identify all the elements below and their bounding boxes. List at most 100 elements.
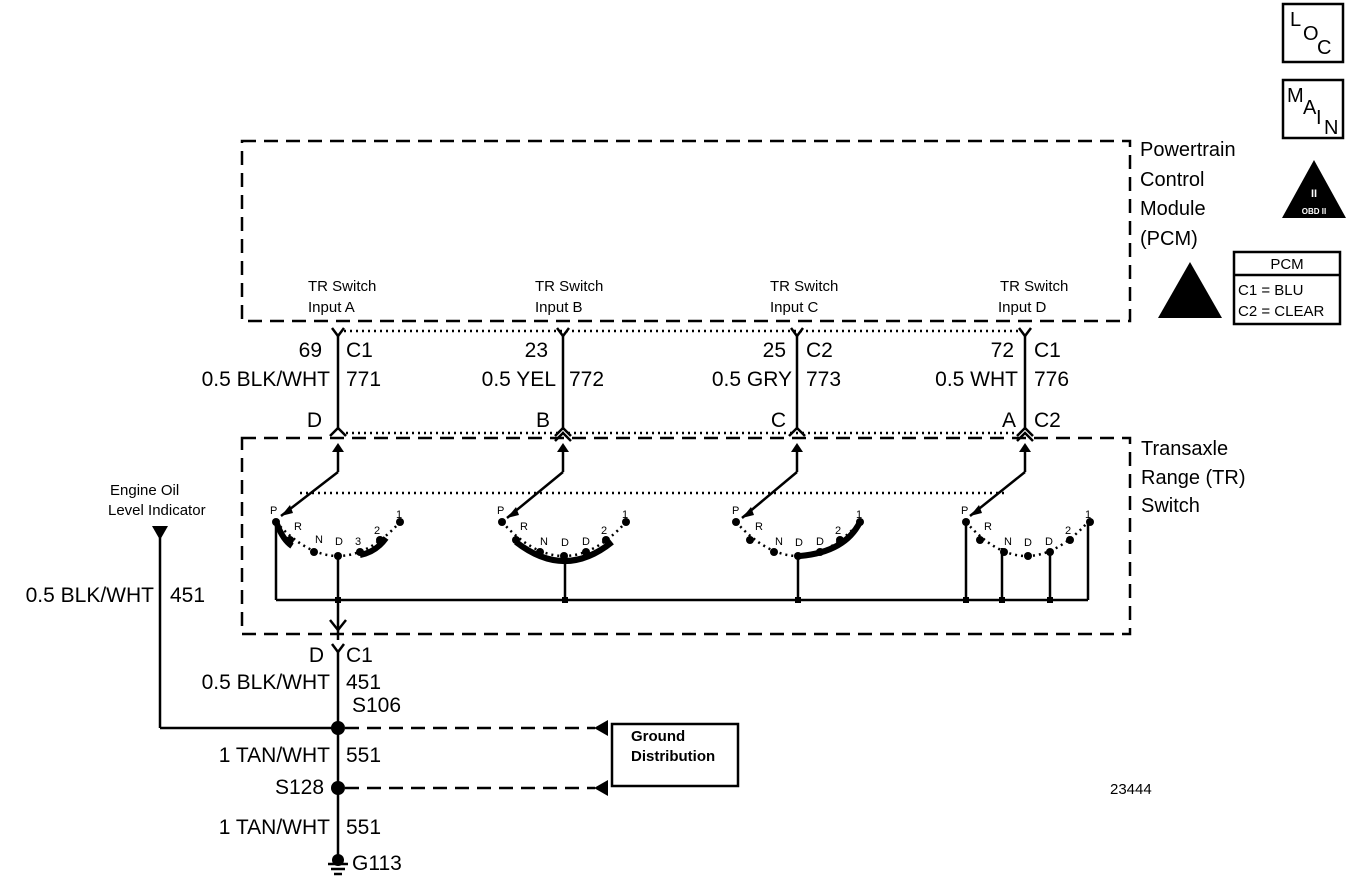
wire-776-color: 0.5 WHT [935,368,1018,391]
switch-c-top-arrow [791,443,803,452]
lever-arrow-a [281,505,293,516]
pos-b-2: 2 [601,525,607,537]
switch-contact-dot [536,548,544,556]
pos-a-d: D [335,536,343,548]
circuit-776: 776 [1034,368,1069,391]
switch-contact-dot [976,536,984,544]
pos-c-p: P [732,505,739,517]
legend-c2: C2 = CLEAR [1238,303,1324,320]
switch-d-top-arrow [1019,443,1031,452]
pos-d-n: N [1004,536,1012,548]
pos-a-3: 3 [355,536,361,548]
switch-contact-dot [622,518,630,526]
circuit-451: 451 [346,671,381,694]
engine-oil-circuit: 451 [170,584,205,607]
switch-contact-dot [1066,536,1074,544]
arc-d [965,521,1089,558]
loc-icon-l: L [1290,9,1301,31]
main-icon-n: N [1324,117,1338,139]
pos-c-2: 2 [835,525,841,537]
input-b-line1: TR Switch [535,278,603,295]
connector-tr-d [1016,426,1034,442]
input-c-line2: Input C [770,299,819,316]
main-icon [1281,78,1345,140]
wire-772-color: 0.5 YEL [482,368,556,391]
lever-arrow-c [742,507,754,518]
tr-title-1: Transaxle [1141,438,1228,460]
pos-b-n: N [540,536,548,548]
switch-contact-dot [602,536,610,544]
switch-contact-dot [836,536,844,544]
pos-b-1: 1 [622,509,628,521]
tr-pin-a: A [1002,409,1016,432]
switch-contact-dot [498,518,506,526]
ground-g113: G113 [352,852,402,875]
circuit-771: 771 [346,368,381,391]
contact-a-pr [274,522,294,549]
bus-junction [562,597,568,603]
pos-d-p: P [961,505,968,517]
ground-distribution-1: Ground [631,728,685,745]
contact-b-rnd2 [514,539,614,564]
switch-contact-dot [746,536,754,544]
tr-output-arrow [329,619,347,633]
wire-773-color: 0.5 GRY [712,368,792,391]
loc-icon-o: O [1303,23,1319,45]
bus-junction [963,597,969,603]
input-d-line1: TR Switch [1000,278,1068,295]
pos-a-p: P [270,505,277,517]
splice-s128: S128 [275,776,324,799]
pcm-title-4: (PCM) [1140,228,1198,250]
pin-25: 25 [763,339,786,362]
switch-a-top-arrow [332,443,344,452]
splice-s128-dot [331,781,345,795]
splice-s106-dot [331,721,345,735]
connector-pcm-a [331,327,345,339]
obd-ii-icon [1282,160,1346,218]
pcm-title-2: Control [1140,169,1204,191]
wire-451-color: 0.5 BLK/WHT [202,671,331,694]
contact-c-d21 [799,520,863,559]
splice-s106: S106 [352,694,401,717]
legend-title: PCM [1270,256,1303,273]
tr-pin-d: D [307,409,322,432]
switch-contact-dot [356,548,364,556]
circuit-772: 772 [569,368,604,391]
bus-junction [999,597,1005,603]
ground-distribution-2: Distribution [631,748,715,765]
figure-number: 23444 [1110,781,1152,798]
conn-771: C1 [346,339,373,362]
switch-contact-dot [334,552,342,560]
pos-d-r: R [984,521,992,533]
ground-distribution-box [610,722,740,788]
main-icon-m: M [1287,85,1304,107]
switch-b-top-arrow [557,443,569,452]
loc-icon-c: C [1317,37,1331,59]
bus-junction [335,597,341,603]
tr-title-3: Switch [1141,495,1200,517]
legend-c1: C1 = BLU [1238,282,1303,299]
ground-tr-conn: C1 [346,644,373,667]
engine-oil-arrow [152,526,168,540]
pos-b-p: P [497,505,504,517]
lever-arrow-b [507,507,519,518]
ground-g113-dot [332,854,344,866]
pos-d-d2: D [1045,536,1053,548]
switch-contact-dot [310,548,318,556]
engine-oil-label-2: Level Indicator [108,502,206,519]
bus-junction [1047,597,1053,603]
switch-contact-dot [1000,548,1008,556]
tr-title-2: Range (TR) [1141,467,1245,489]
obd-icon-top: II [1311,188,1317,200]
bus-junction [795,597,801,603]
switch-contact-dot [794,552,802,560]
switch-contact-dot [376,536,384,544]
switch-contact-dot [816,548,824,556]
main-icon-a: A [1303,97,1317,119]
contact-dots [272,518,1094,603]
pcm-title-3: Module [1140,198,1206,220]
obd-icon-bottom: OBD II [1302,207,1326,216]
main-icon-i: I [1316,107,1322,129]
circuit-773: 773 [806,368,841,391]
pos-d-2: 2 [1065,525,1071,537]
